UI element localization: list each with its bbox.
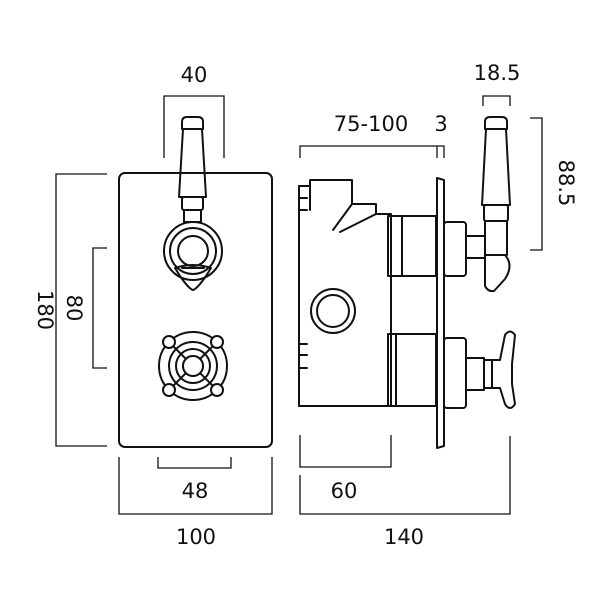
side-lower-shroud [443,337,467,409]
front-view: 40 180 80 48 100 [33,63,273,549]
front-lower-crosshead [158,331,228,401]
dim-88-5-label: 88.5 [554,160,578,207]
dim-60-label: 60 [331,479,358,503]
dim-80-label: 80 [62,295,86,322]
front-upper-control [163,221,223,291]
dim-40-label: 40 [181,63,208,87]
dim-40-bracket [163,95,225,158]
side-view: 75-100 3 18.5 88.5 60 140 [298,61,578,549]
dim-18-5-label: 18.5 [474,61,521,85]
dim-100-bracket [118,457,273,515]
side-lever-handle [465,116,511,293]
dim-60-bracket [299,435,392,468]
dim-140-label: 140 [384,525,424,549]
dim-18-5-bracket [482,95,511,106]
side-crosshead [465,330,516,409]
side-upper-shroud [443,221,467,277]
side-upper-cartridge [387,215,437,277]
front-lever-handle [178,116,207,223]
dim-180-label: 180 [33,290,57,330]
front-backplate [118,172,273,448]
dim-48-bracket [157,457,232,469]
side-backplate [436,177,445,449]
dim-180-bracket [55,173,107,447]
dim-3-label: 3 [434,112,447,136]
dim-100-label: 100 [176,525,216,549]
dim-75-100-bracket [299,145,445,158]
dim-75-100-label: 75-100 [334,112,408,136]
side-valve-body [298,179,392,407]
side-lower-cartridge [387,333,437,407]
dim-140-bracket [299,436,511,515]
dim-48-label: 48 [182,479,209,503]
dim-80-bracket [92,247,107,369]
dim-88-5-bracket [530,117,543,251]
